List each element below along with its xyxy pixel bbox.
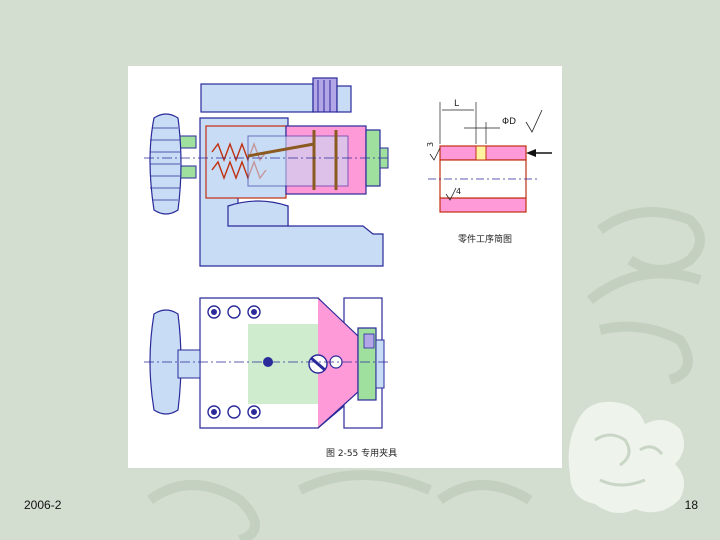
sketch-caption: 零件工序简图 xyxy=(458,233,512,245)
footer-date: 2006-2 xyxy=(24,498,62,512)
roughness-top-label: 3 xyxy=(426,142,435,147)
front-view xyxy=(144,77,390,267)
force-arrow-icon xyxy=(526,149,536,157)
clamp-screw xyxy=(312,77,338,113)
dim-length-label: L xyxy=(454,99,459,109)
workpiece-sketch: L ΦD 3 4 零件工序简图 xyxy=(426,99,552,245)
fixture-drawing: L ΦD 3 4 零件工序简图 图 2-55 专用夹具 xyxy=(144,77,552,459)
page-number: 18 xyxy=(684,498,698,512)
top-view xyxy=(144,297,390,429)
top-clamp-bar xyxy=(200,83,314,113)
figure-caption: 图 2-55 专用夹具 xyxy=(326,447,397,459)
fixture-drawing-image: L ΦD 3 4 零件工序简图 图 2-55 专用夹具 xyxy=(128,66,562,468)
dim-diameter-label: ΦD xyxy=(502,117,516,127)
roughness-bottom-label: 4 xyxy=(456,187,461,196)
locating-pin xyxy=(263,357,273,367)
